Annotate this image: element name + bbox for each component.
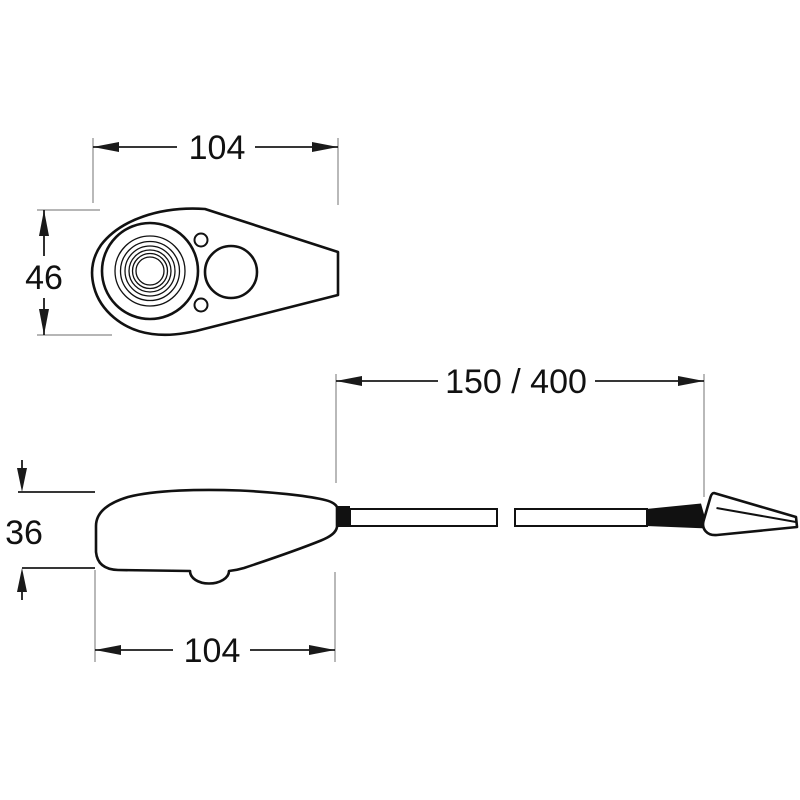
arrowhead-right bbox=[312, 142, 338, 152]
arrowhead-left bbox=[336, 376, 362, 386]
side-view bbox=[94, 488, 799, 585]
top-view bbox=[90, 207, 340, 337]
arrowhead-up bbox=[39, 210, 49, 236]
dim-side-view-width: 104 bbox=[94, 570, 336, 670]
dim-label-side-width: 104 bbox=[184, 632, 241, 670]
arrowhead-right bbox=[678, 376, 704, 386]
reflector-opening-circle bbox=[203, 244, 259, 300]
cable-grommet bbox=[337, 506, 350, 527]
dim-side-view-height: 36 bbox=[5, 460, 95, 600]
arrowhead-left bbox=[95, 645, 121, 655]
dim-label-side-height: 36 bbox=[5, 514, 43, 552]
arrowhead-up bbox=[17, 568, 27, 592]
arrowhead-down bbox=[17, 468, 27, 492]
connector-detail-line bbox=[716, 507, 797, 523]
lens-ring bbox=[119, 240, 181, 302]
screw-hole-top bbox=[193, 232, 209, 248]
lens-ring bbox=[131, 252, 169, 290]
lens-outer-ring bbox=[100, 221, 200, 321]
arrowhead-right bbox=[309, 645, 335, 655]
dim-label-top-width: 104 bbox=[189, 129, 246, 167]
arrowhead-left bbox=[93, 142, 119, 152]
dim-label-cable-length: 150 / 400 bbox=[445, 363, 587, 401]
cable-segment-left bbox=[349, 508, 498, 527]
lens-ring bbox=[114, 235, 186, 307]
lens-fresnel-rings bbox=[114, 235, 186, 307]
dim-label-top-height: 46 bbox=[25, 259, 63, 297]
dim-top-view-width: 104 bbox=[92, 129, 339, 205]
screw-hole-bottom bbox=[193, 297, 209, 313]
lens-ring bbox=[128, 249, 172, 293]
lens-ring bbox=[135, 256, 165, 286]
dim-cable-length: 150 / 400 bbox=[335, 363, 705, 497]
side-view-housing-outline bbox=[94, 488, 339, 585]
cable-sleeve bbox=[646, 503, 708, 529]
dim-top-view-height: 46 bbox=[25, 209, 112, 336]
lens-ring bbox=[124, 245, 176, 297]
cable-segment-right bbox=[514, 508, 648, 527]
arrowhead-down bbox=[39, 309, 49, 335]
